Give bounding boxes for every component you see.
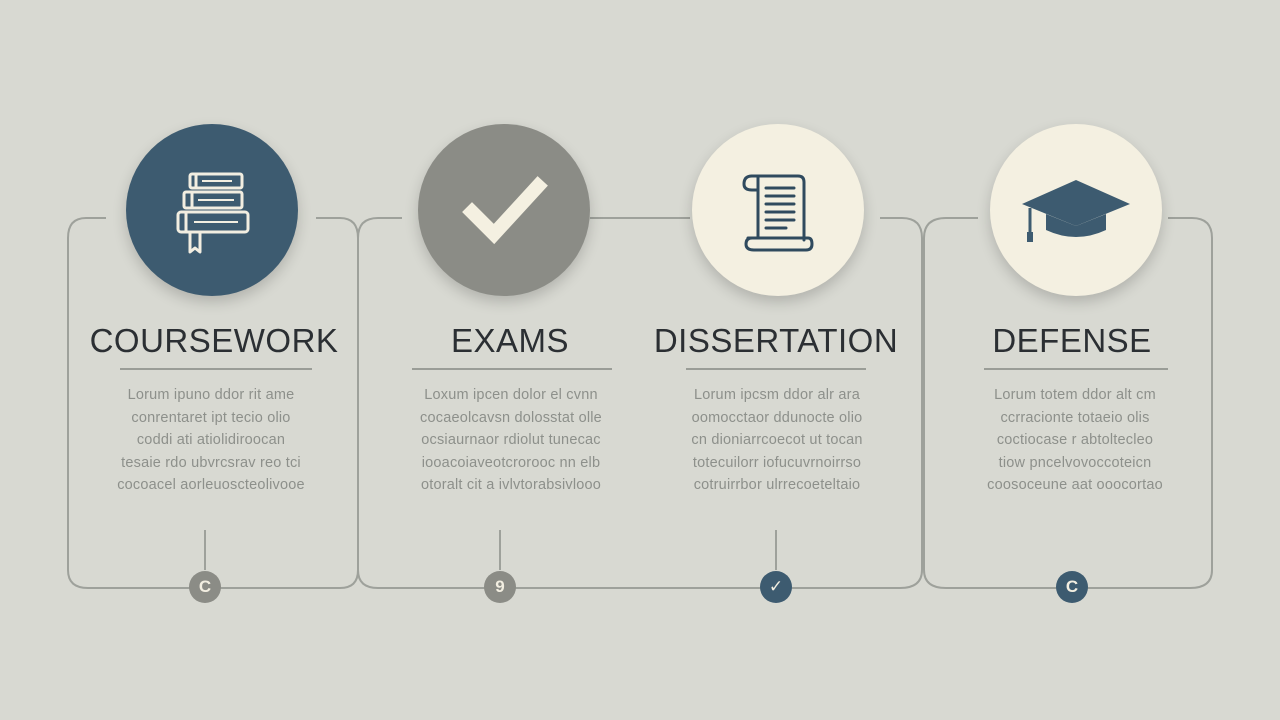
description-line: coosoceune aat ooocortao (987, 477, 1163, 493)
description-line: totecuilorr iofucuvrnoirrso (692, 454, 862, 471)
description-line: oomocctaor ddunocte olio (691, 409, 863, 426)
description-coursework: Lorum ipuno ddor rit ame conrentaret ipt… (96, 384, 326, 497)
step-marker-defense: C (1056, 571, 1088, 603)
description-line: ccrracionte totaeio olis (1000, 409, 1150, 426)
description-line: coctiocase r abtoltecleo (996, 432, 1154, 448)
card-outline-exams (357, 217, 923, 589)
dissertation-icon-circle (692, 124, 864, 296)
description-line: Lorum totem ddor alt cm (994, 387, 1156, 403)
description-line: tesaie rdo ubvrcsrav reo tci (121, 454, 301, 471)
description-line: cotruirrbor ulrrecoeteltaio (693, 477, 861, 493)
description-line: Loxum ipcen dolor el cvnn (424, 387, 598, 403)
title-underline-defense (984, 368, 1168, 370)
defense-icon-circle (990, 124, 1162, 296)
checkmark-icon (462, 176, 548, 245)
title-underline-exams (412, 368, 612, 370)
description-line: ocsiaurnaor rdiolut tunecac (421, 432, 601, 448)
stacked-books-icon (176, 172, 250, 254)
coursework-icon-circle (126, 124, 298, 296)
step-marker-coursework: C (189, 571, 221, 603)
description-line: Lorum ipcsm ddor alr ara (694, 387, 860, 403)
exams-icon-circle (418, 124, 590, 296)
description-line: cocaeolcavsn dolosstat olle (420, 409, 602, 426)
step-marker-exams: 9 (484, 571, 516, 603)
description-line: conrentaret ipt tecio olio (131, 409, 291, 426)
description-defense: Lorum totem ddor alt cm ccrracionte tota… (960, 384, 1190, 497)
step-title-defense: DEFENSE (992, 322, 1152, 359)
description-line: Lorum ipuno ddor rit ame (127, 387, 295, 403)
step-title-exams: EXAMS (450, 322, 570, 359)
description-line: cocoacel aorleuoscteolivooe (117, 477, 305, 493)
graduation-cap-icon (1022, 180, 1130, 242)
step-marker-dissertation: ✓ (760, 571, 792, 603)
title-underline-coursework (120, 368, 312, 370)
description-line: tiow pncelvovoccoteicn (998, 454, 1152, 471)
description-exams: Loxum ipcen dolor el cvnn cocaeolcavsn d… (396, 384, 626, 497)
description-line: cn dioniarrcoecot ut tocan (691, 432, 863, 448)
scroll-document-icon (742, 174, 814, 252)
step-title-coursework: COURSEWORK (89, 322, 339, 359)
step-title-dissertation: DISSERTATION (653, 322, 899, 359)
description-line: coddi ati atiolidiroocan (136, 432, 286, 448)
description-line: otoralt cit a ivlvtorabsivlooo (420, 477, 602, 493)
description-dissertation: Lorum ipcsm ddor alr ara oomocctaor ddun… (662, 384, 892, 497)
title-underline-dissertation (686, 368, 866, 370)
description-line: iooacoiaveotcrorooc nn elb (421, 454, 601, 471)
